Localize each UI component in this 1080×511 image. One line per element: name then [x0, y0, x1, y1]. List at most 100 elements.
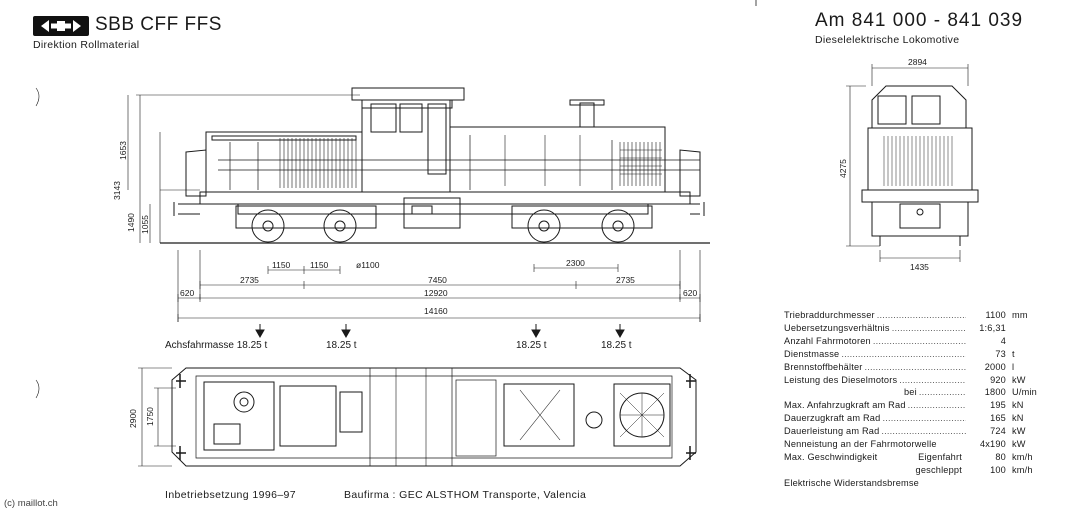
copyright-text: (c) maillot.ch [4, 498, 58, 509]
spec-label: Dienstmasse [784, 348, 840, 359]
side-view-vertical-dimensions [127, 94, 360, 243]
spec-value: 73 [995, 348, 1006, 359]
spec-sublabel: geschleppt [915, 464, 962, 475]
page-title: Am 841 000 - 841 039 [815, 10, 1024, 31]
spec-leader: ........................................… [872, 335, 966, 346]
spec-unit: kN [1012, 413, 1024, 424]
dim-plan-inner-width: 1750 [145, 407, 155, 426]
spec-unit [1006, 322, 1046, 335]
dim-plan-width: 2900 [128, 409, 138, 428]
spec-row: geschleppt 100 km/h [784, 464, 1046, 477]
spec-leader: ........................................… [907, 400, 966, 411]
spec-sublabel: Eigenfahrt [918, 451, 962, 462]
spec-leader: ........................................… [899, 374, 966, 385]
spec-label: Leistung des Dieselmotors [784, 374, 898, 385]
spec-row: bei ....................................… [784, 386, 1046, 399]
spec-value: 80 [995, 451, 1006, 462]
dim-front-width: 2894 [908, 57, 927, 67]
axle-load-label: Achsfahrmasse 18.25 t [165, 340, 267, 351]
punch-mark [35, 87, 40, 107]
spec-label: Anzahl Fahrmotoren [784, 335, 871, 346]
side-view [160, 87, 710, 244]
dim-length-total: 14160 [424, 306, 448, 316]
dim-bogie-centers: 7450 [428, 275, 447, 285]
axle-load-arrows [255, 324, 625, 339]
manufacturer-text: Baufirma : GEC ALSTHOM Transporte, Valen… [344, 489, 587, 501]
spec-leader: ........................................… [876, 310, 966, 320]
dim-height-total: 3143 [112, 181, 122, 200]
spec-row: Max. Geschwindigkeit Eigenfahrt 80 km/h [784, 451, 1046, 464]
dim-height-frame: 1490 [126, 213, 136, 232]
spec-value: 100 [990, 464, 1006, 475]
spec-label: Max. Geschwindigkeit [784, 451, 878, 462]
spec-row: Uebersetzungsverhältnis ................… [784, 322, 1046, 335]
spec-row: Anzahl Fahrmotoren .....................… [784, 335, 1046, 348]
spec-leader: ........................................… [881, 426, 966, 437]
spec-value: 920 [990, 374, 1006, 385]
spec-unit: mm [1012, 310, 1028, 320]
department-label: Direktion Rollmaterial [33, 39, 140, 51]
commissioning-text: Inbetriebsetzung 1996–97 [165, 489, 297, 501]
front-view [861, 85, 979, 246]
spec-label: Dauerzugkraft am Rad [784, 413, 881, 424]
spec-unit: km/h [1012, 451, 1033, 462]
page-subtitle: Dieselelektrische Lokomotive [815, 34, 960, 46]
spec-value: 1:6,31 [979, 322, 1006, 333]
dim-buffer-right: 620 [683, 288, 697, 298]
spec-row: Dauerzugkraft am Rad ...................… [784, 412, 1046, 425]
spec-unit: kW [1012, 374, 1026, 385]
spec-unit: kW [1012, 426, 1026, 437]
plan-view-dimensions [138, 367, 176, 467]
axle-load-value: 18.25 t [326, 340, 357, 351]
dim-overhang-right: 2735 [616, 275, 635, 285]
spec-value: 4x190 [979, 439, 1006, 450]
spec-label: Max. Anfahrzugkraft am Rad [784, 400, 906, 411]
spec-leader: ........................................… [882, 413, 966, 424]
punch-mark [35, 379, 40, 399]
spec-label: Nenneistung an der Fahrmotorwelle [784, 439, 937, 450]
spec-label: bei [904, 387, 917, 398]
spec-leader: ........................................… [918, 387, 966, 398]
spec-value: 4 [1000, 335, 1006, 346]
spec-value: 165 [990, 413, 1006, 424]
side-view-horizontal-dimensions [177, 250, 701, 322]
spec-leader: ........................................… [891, 322, 966, 333]
dim-wheel-diameter: ø1100 [356, 260, 380, 270]
dim-bogie-axle-spacing-2: 1150 [310, 260, 329, 270]
technical-specs: Triebraddurchmesser ....................… [784, 309, 1046, 490]
logo-text: SBB CFF FFS [95, 14, 222, 35]
axle-load-title: Achsfahrmasse [165, 340, 234, 351]
spec-unit [1006, 335, 1046, 348]
dim-front-height: 4275 [838, 159, 848, 178]
spec-value: 2000 [984, 361, 1006, 372]
spec-label: Brennstoffbehälter [784, 361, 863, 372]
dim-bogie-axle-spacing: 1150 [272, 260, 291, 270]
dim-overhang-left: 2735 [240, 275, 259, 285]
axle-load-value: 18.25 t [516, 340, 547, 351]
axle-load-value: 18.25 t [236, 340, 268, 351]
front-view-dimensions [846, 64, 969, 262]
dim-height-cab: 1653 [118, 141, 128, 160]
spec-label: Uebersetzungsverhältnis [784, 322, 890, 333]
spec-unit: kW [1012, 439, 1026, 450]
spec-row: Dienstmasse ............................… [784, 348, 1046, 361]
spec-unit: kN [1012, 400, 1024, 411]
spec-row: Dauerleistung am Rad ...................… [784, 425, 1046, 438]
spec-unit: U/min [1012, 387, 1037, 398]
spec-row: Nenneistung an der Fahrmotorwelle 4x190 kW [784, 438, 1046, 451]
spec-row: Triebraddurchmesser ....................… [784, 309, 1046, 322]
spec-unit: t [1012, 348, 1015, 359]
spec-label: Triebraddurchmesser [784, 310, 875, 320]
spec-value: 1100 [985, 310, 1006, 320]
spec-leader: ........................................… [841, 348, 966, 359]
dim-bogie-axle-spacing-right: 2300 [566, 258, 585, 268]
spec-row: Brennstoffbehälter .....................… [784, 361, 1046, 374]
spec-leader: ........................................… [864, 361, 966, 372]
spec-value: 1800 [984, 387, 1006, 398]
spec-unit: km/h [1012, 464, 1033, 475]
axle-load-value: 18.25 t [601, 340, 632, 351]
spec-row: Max. Anfahrzugkraft am Rad .............… [784, 399, 1046, 412]
spec-unit: l [1012, 361, 1015, 372]
dim-length-frame: 12920 [424, 288, 448, 298]
